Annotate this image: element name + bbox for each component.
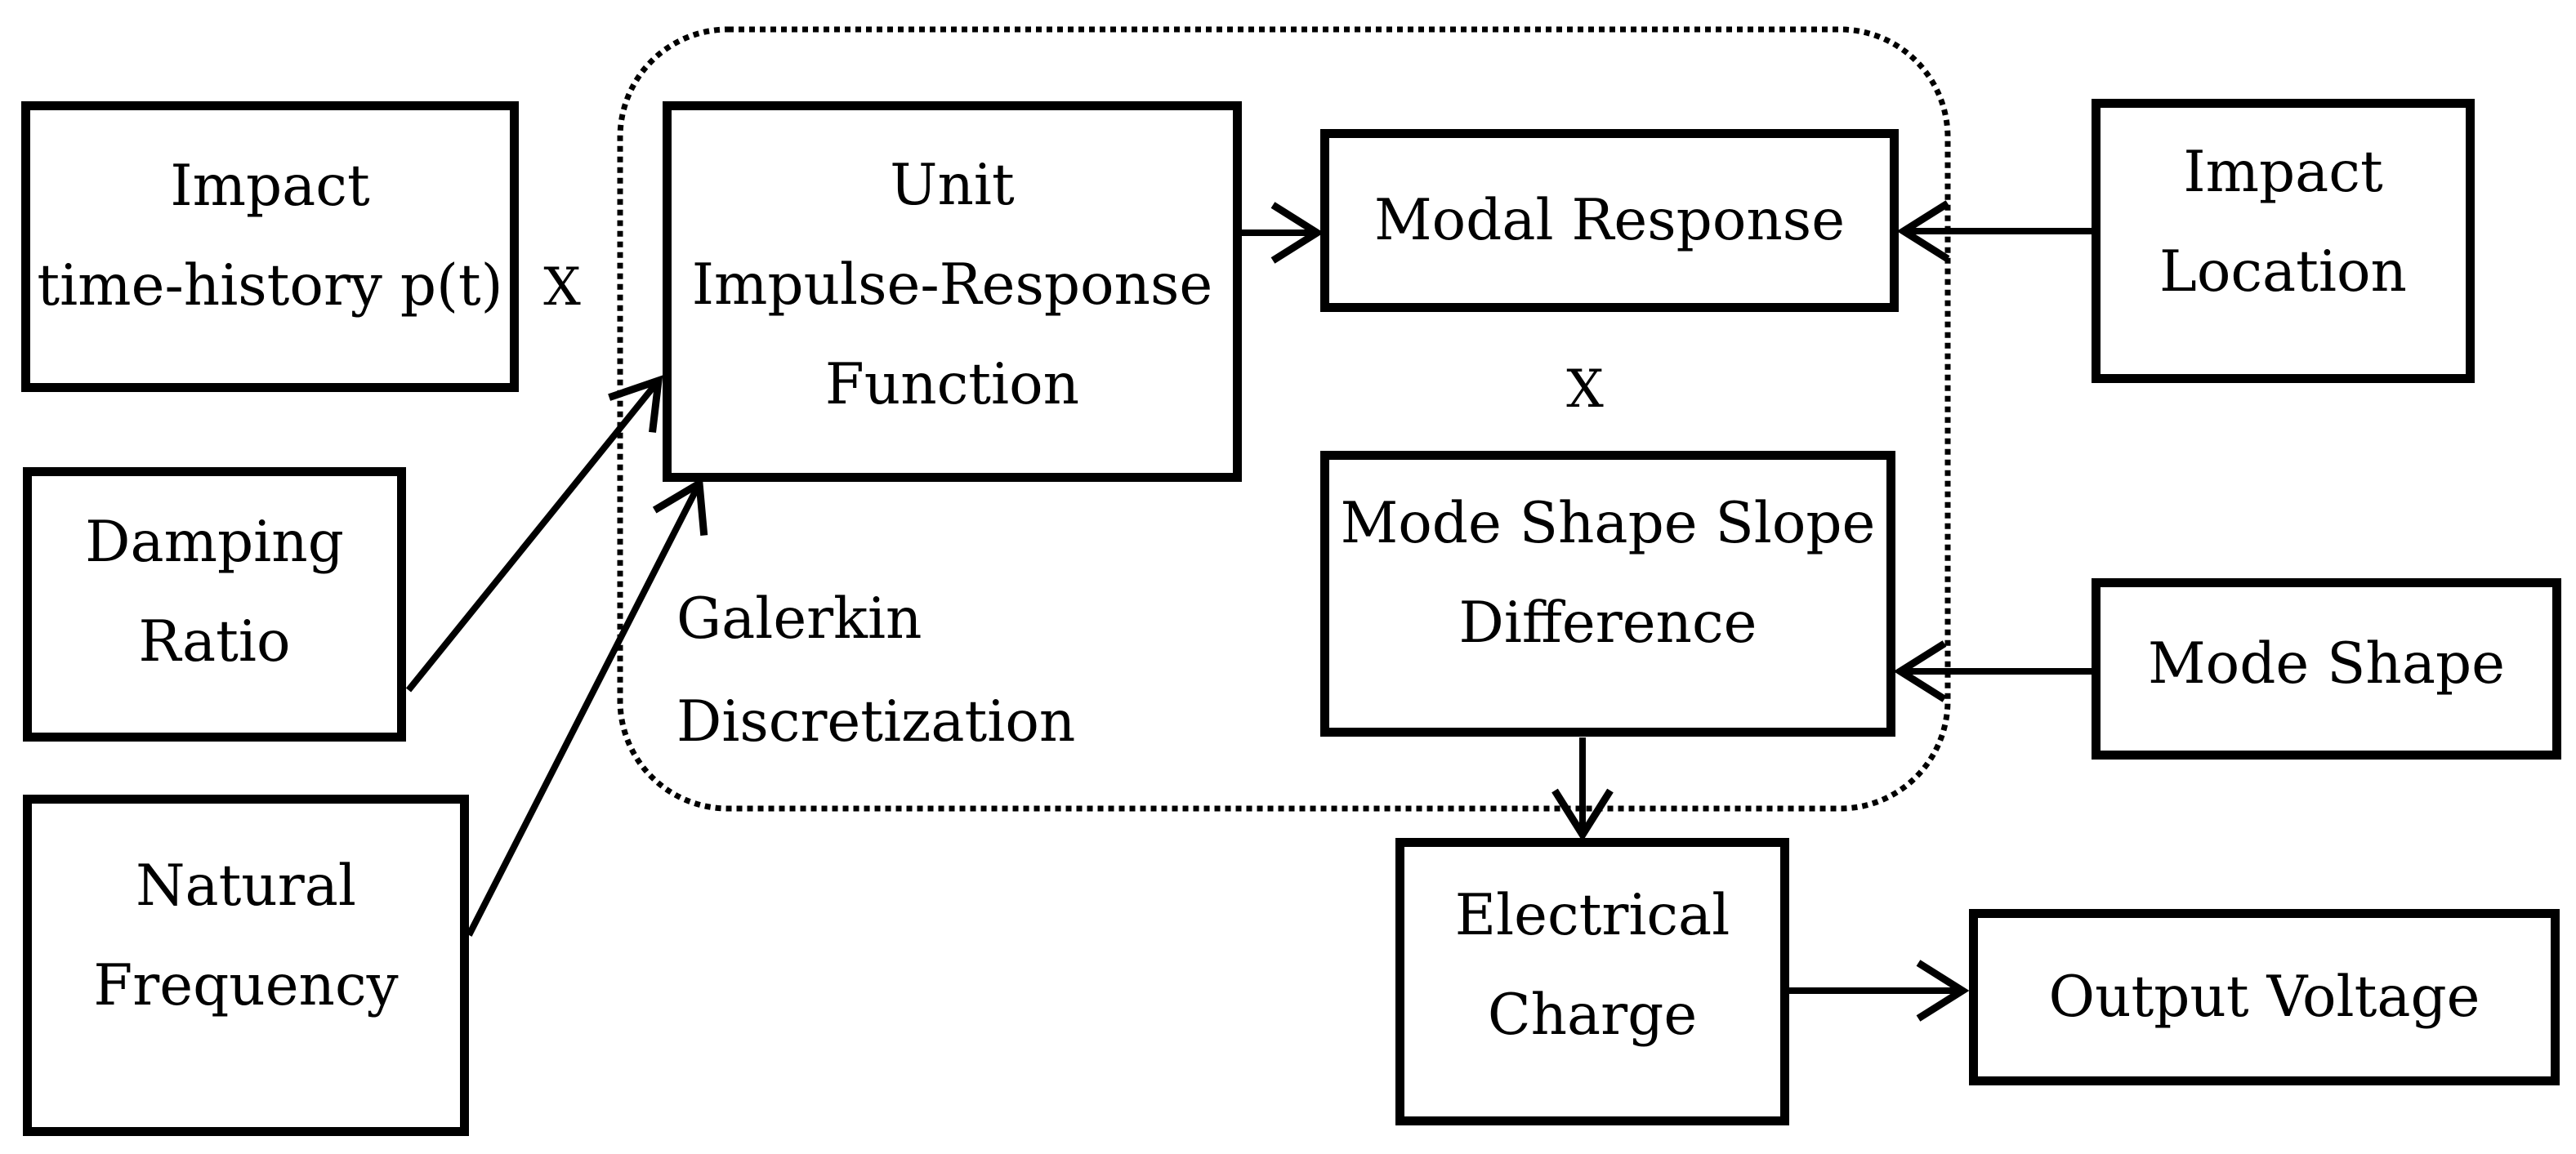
node-label: Modal Response [1373, 188, 1846, 253]
node-label: Impact [170, 154, 370, 219]
node-label: Electrical [1454, 883, 1730, 948]
node-label: Function [824, 352, 1080, 417]
edge-natural-frequency-to-unit-impulse-response-function [466, 477, 708, 937]
galerkin-group-outline [617, 26, 1951, 812]
node-impact-location: Impact Location [2092, 99, 2475, 383]
node-label: Ratio [138, 609, 291, 675]
node-output-voltage: Output Voltage [1969, 909, 2560, 1085]
group-label-line: Galerkin [676, 586, 922, 652]
node-modal-response: Modal Response [1320, 129, 1899, 312]
node-label: Difference [1458, 590, 1757, 656]
node-damping-ratio: Damping Ratio [23, 467, 406, 742]
multiply-sign-left: X [543, 257, 581, 318]
node-label: Unit [890, 153, 1015, 218]
node-label: Damping [85, 510, 344, 575]
edge-damping-ratio-to-unit-impulse-response-function [405, 375, 663, 693]
node-label: Impact [2183, 140, 2383, 205]
node-label: Mode Shape Slope [1340, 491, 1876, 556]
node-label: Impulse-Response [691, 252, 1213, 318]
node-impact-time-history: Impact time-history p(t) [21, 101, 519, 392]
node-label: Natural [136, 853, 356, 919]
node-electrical-charge: Electrical Charge [1395, 838, 1789, 1125]
node-mode-shape-slope-difference: Mode Shape Slope Difference [1320, 451, 1895, 737]
galerkin-discretization-label: Galerkin Discretization [676, 568, 1075, 773]
group-label-line: Discretization [676, 689, 1076, 755]
node-mode-shape: Mode Shape [2092, 578, 2561, 760]
node-label: Frequency [93, 953, 399, 1018]
node-unit-impulse-response-function: Unit Impulse-Response Function [663, 101, 1242, 482]
node-label: Location [2159, 239, 2407, 305]
node-label: Mode Shape [2148, 631, 2505, 697]
node-label: Charge [1487, 982, 1698, 1048]
node-natural-frequency: Natural Frequency [23, 795, 469, 1136]
node-label: time-history p(t) [37, 253, 503, 319]
multiply-sign-right: X [1566, 359, 1604, 420]
node-label: Output Voltage [2048, 965, 2480, 1030]
